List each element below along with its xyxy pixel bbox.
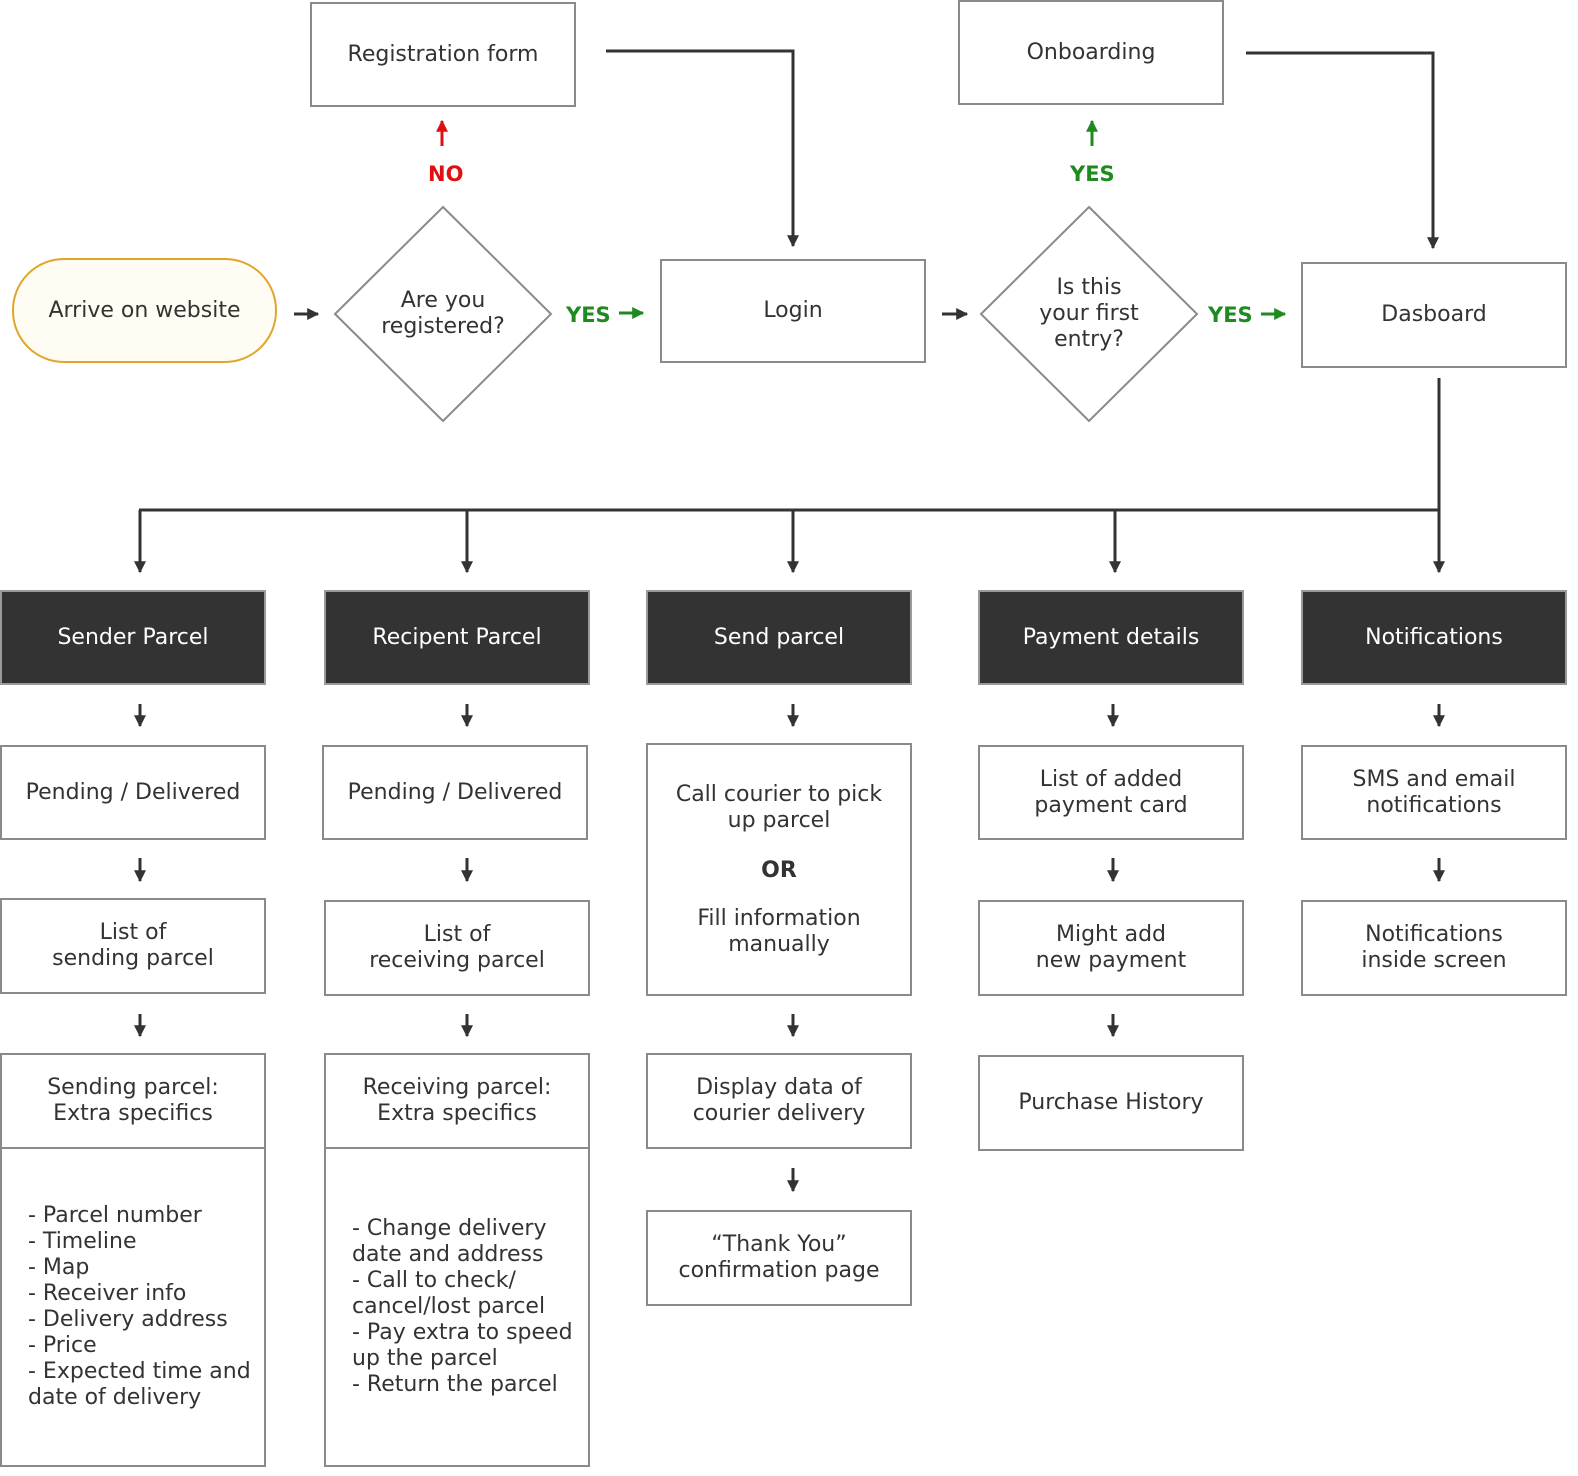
- thank-you-box: “Thank You” confirmation page: [646, 1210, 912, 1306]
- registration-form-node: Registration form: [310, 2, 576, 107]
- recipient-status-box: Pending / Delivered: [322, 745, 588, 840]
- yes-label-dashboard: YES: [1208, 303, 1253, 327]
- sender-details-list: - Parcel number - Timeline - Map - Recei…: [0, 1147, 266, 1467]
- sender-list-box: List of sending parcel: [0, 898, 266, 994]
- yes-label-login: YES: [566, 303, 611, 327]
- login-node: Login: [660, 259, 926, 363]
- sender-specifics-box: Sending parcel: Extra specifics: [0, 1053, 266, 1149]
- recipient-parcel-header: Recipent Parcel: [324, 590, 590, 685]
- no-label: NO: [428, 162, 464, 186]
- recipient-specifics-box: Receiving parcel: Extra specifics: [324, 1053, 590, 1149]
- payment-cards-box: List of added payment card: [978, 745, 1244, 840]
- send-option-courier: Call courier to pick up parcel: [675, 781, 883, 833]
- sms-email-box: SMS and email notifications: [1301, 745, 1567, 840]
- arrow-onboarding-to-dashboard: [1246, 51, 1439, 250]
- payment-details-header: Payment details: [978, 590, 1244, 685]
- onboarding-node: Onboarding: [958, 0, 1224, 105]
- send-parcel-header: Send parcel: [646, 590, 912, 685]
- yes-label-onboarding: YES: [1070, 162, 1115, 186]
- registered-question-text: Are you registered?: [381, 288, 505, 339]
- notifications-header: Notifications: [1301, 590, 1567, 685]
- add-payment-box: Might add new payment: [978, 900, 1244, 996]
- courier-data-box: Display data of courier delivery: [646, 1053, 912, 1149]
- in-screen-notifications-box: Notifications inside screen: [1301, 900, 1567, 996]
- sender-parcel-header: Sender Parcel: [0, 590, 266, 685]
- send-option-or: OR: [761, 857, 797, 883]
- arrow-registration-to-login: [606, 49, 799, 248]
- recipient-details-list: - Change delivery date and address - Cal…: [324, 1147, 590, 1467]
- first-entry-decision-shape: [979, 205, 1199, 423]
- recipient-list-box: List of receiving parcel: [324, 900, 590, 996]
- registered-decision-shape: [333, 205, 553, 423]
- send-option-manual: Fill information manually: [697, 905, 861, 957]
- purchase-history-box: Purchase History: [978, 1055, 1244, 1151]
- arrive-on-website-node: Arrive on website: [12, 258, 277, 363]
- first-entry-question-text: Is this your first entry?: [1039, 275, 1139, 352]
- send-options-box: Call courier to pick up parcel OR Fill i…: [646, 743, 912, 996]
- dashboard-node: Dasboard: [1301, 262, 1567, 368]
- sender-status-box: Pending / Delivered: [0, 745, 266, 840]
